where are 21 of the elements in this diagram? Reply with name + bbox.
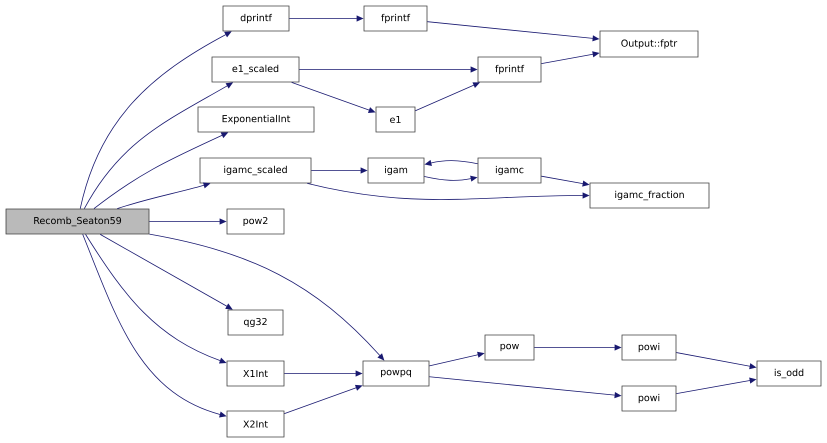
function-box: Output::fptr [600, 30, 698, 58]
function-box: powi [622, 386, 676, 412]
function-box: X2Int [226, 410, 284, 438]
function-box: ExponentialInt [198, 106, 314, 132]
function-box: e1_scaled [212, 56, 300, 82]
function-box: igam [368, 158, 424, 184]
function-box: pow2 [226, 208, 284, 234]
function-box: igamc_scaled [200, 158, 312, 184]
function-box: fprintf [364, 6, 428, 32]
function-box: pow [484, 334, 534, 360]
function-box: dprintf [222, 6, 290, 32]
function-box: is_odd [756, 360, 822, 386]
function-box: powpq [362, 360, 430, 386]
function-box: powi [622, 334, 676, 360]
function-box: igamc [478, 158, 542, 184]
function-box: X1Int [226, 360, 284, 386]
function-box: igamc_fraction [590, 182, 710, 208]
function-box: qg32 [228, 310, 284, 336]
function-box: Recomb_Seaton59 [6, 208, 150, 234]
function-box: fprintf [478, 56, 542, 82]
function-box: e1 [376, 106, 416, 132]
